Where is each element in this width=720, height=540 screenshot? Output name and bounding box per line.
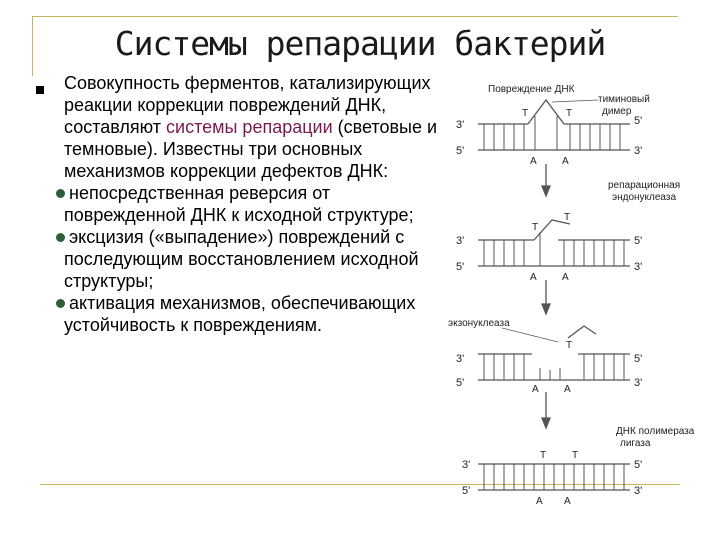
end-label: 5' xyxy=(456,145,464,157)
label-dimer-1: тиминовый xyxy=(598,94,650,105)
label-exonuclease: экзонуклеаза xyxy=(448,318,510,329)
end-label: 5' xyxy=(634,235,642,247)
list-item-activation: активация механизмов, обеспечивающих уст… xyxy=(56,292,454,336)
intro-text-1: Совокупность ферментов, катализирующих р… xyxy=(64,73,431,137)
arrow-head-icon xyxy=(541,417,551,430)
base-label: T xyxy=(566,340,572,351)
frame-top-line xyxy=(32,16,678,17)
base-label: A xyxy=(562,156,569,167)
end-label: 5' xyxy=(462,485,470,497)
end-label: 3' xyxy=(456,235,464,247)
intro-highlight: системы репарации xyxy=(166,117,333,137)
dna-stage-incision xyxy=(478,219,630,267)
end-label: 3' xyxy=(634,261,642,273)
label-endonuclease-2: эндонуклеаза xyxy=(612,192,676,203)
list-item-excision: эксцизия («выпадение») повреждений с пос… xyxy=(56,226,454,292)
frame-bottom-line xyxy=(40,484,680,485)
base-label: A xyxy=(532,384,539,395)
end-label: 3' xyxy=(634,377,642,389)
base-label: A xyxy=(564,384,571,395)
list-item-text: активация механизмов, обеспечивающих уст… xyxy=(64,293,416,335)
base-label: A xyxy=(562,272,569,283)
list-item-reversion: непосредственная реверсия от поврежденно… xyxy=(56,182,454,226)
end-label: 3' xyxy=(634,145,642,157)
dna-repair-diagram: Повреждение ДНК тиминовый димер репараци… xyxy=(448,84,695,507)
label-polymerase: ДНК полимераза xyxy=(616,426,695,437)
dna-stage-damaged xyxy=(478,98,630,151)
bullet-square-icon xyxy=(36,86,44,94)
arrow-head-icon xyxy=(541,185,551,198)
base-label: T xyxy=(532,222,538,233)
bullet-dot-icon xyxy=(56,299,65,308)
arrow-head-icon xyxy=(541,303,551,316)
end-label: 5' xyxy=(634,115,642,127)
base-label: A xyxy=(564,496,571,507)
base-label: A xyxy=(530,272,537,283)
base-label: T xyxy=(564,212,570,223)
end-label: 3' xyxy=(462,459,470,471)
end-label: 3' xyxy=(634,485,642,497)
base-label: T xyxy=(566,108,572,119)
base-label: A xyxy=(530,156,537,167)
label-damage: Повреждение ДНК xyxy=(488,84,575,95)
end-label: 5' xyxy=(456,261,464,273)
intro-text-2: (световые и темновые). Известны три осно… xyxy=(64,117,438,181)
end-label: 3' xyxy=(456,353,464,365)
dna-stage-excision xyxy=(478,325,630,381)
list-item-text: непосредственная реверсия от поврежденно… xyxy=(64,183,414,225)
label-ligase: лигаза xyxy=(620,438,651,449)
frame-left-line xyxy=(32,16,33,76)
base-label: T xyxy=(540,450,546,461)
end-label: 5' xyxy=(456,377,464,389)
body-text: Совокупность ферментов, катализирующих р… xyxy=(56,72,454,336)
base-label: T xyxy=(522,108,528,119)
base-label: T xyxy=(572,450,578,461)
label-dimer-2: димер xyxy=(602,106,632,117)
bullet-dot-icon xyxy=(56,189,65,198)
bullet-dot-icon xyxy=(56,233,65,242)
dna-stage-restored xyxy=(478,463,630,491)
end-label: 5' xyxy=(634,459,642,471)
list-item-text: эксцизия («выпадение») повреждений с пос… xyxy=(64,227,419,291)
end-label: 3' xyxy=(456,119,464,131)
base-label: A xyxy=(536,496,543,507)
label-endonuclease-1: репарационная xyxy=(608,180,680,191)
slide-title: Системы репарации бактерий xyxy=(114,24,607,63)
end-label: 5' xyxy=(634,353,642,365)
